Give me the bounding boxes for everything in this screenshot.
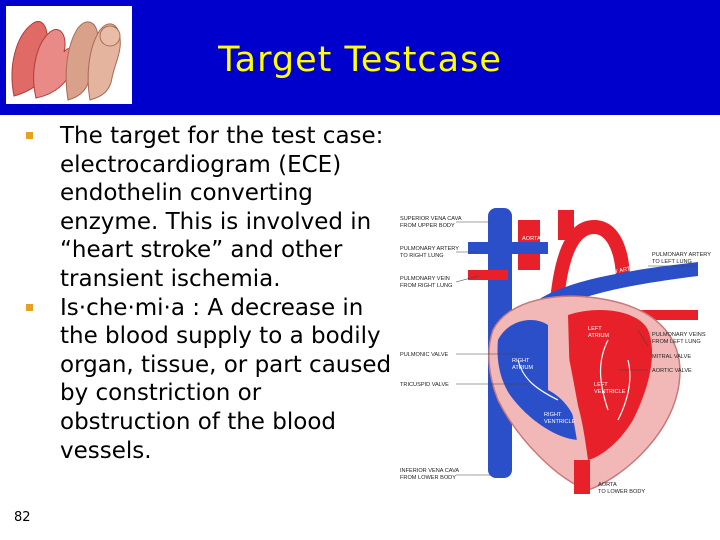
- bullet-marker-icon: [26, 303, 33, 311]
- bullet-list: The target for the test case: electrocar…: [24, 122, 396, 465]
- pv-left-label: PULMONARY VEINS: [652, 332, 706, 338]
- right-atrium-label: RIGHT: [512, 358, 530, 364]
- bullet-text: The target for the test case: electrocar…: [60, 123, 384, 292]
- aorta-lower-label: TO LOWER BODY: [598, 489, 645, 495]
- left-ventricle-label: VENTRICLE: [594, 389, 626, 395]
- tricuspid-valve-label: TRICUSPID VALVE: [400, 382, 449, 388]
- svc-label: FROM UPPER BODY: [400, 223, 455, 229]
- pa-left-label: PULMONARY ARTERY: [652, 252, 711, 258]
- bullet-text: Is·che·mi·a : A decrease in the blood su…: [60, 294, 392, 464]
- aortic-valve-label: AORTIC VALVE: [652, 368, 692, 374]
- bullet-item: Is·che·mi·a : A decrease in the blood su…: [24, 294, 396, 466]
- pa-right-label: PULMONARY ARTERY: [400, 246, 459, 252]
- left-ventricle-label: LEFT: [594, 382, 608, 388]
- right-ventricle-label: VENTRICLE: [544, 419, 576, 425]
- heart-logo-image: [6, 6, 132, 104]
- pv-right-label: FROM RIGHT LUNG: [400, 283, 452, 289]
- aorta-shape: [548, 220, 630, 350]
- right-chambers-shape: [497, 320, 580, 440]
- svc-label: SUPERIOR VENA CAVA: [400, 216, 462, 222]
- heart-diagram: AORTA PULMONARY ARTERY LEFT ATRIUM RIGHT…: [398, 190, 720, 500]
- left-atrium-label: ATRIUM: [588, 333, 609, 339]
- aorta-label: AORTA: [522, 236, 541, 242]
- bullet-item: The target for the test case: electrocar…: [24, 122, 396, 294]
- aorta-lower-label: AORTA: [598, 482, 617, 488]
- page-number: 82: [14, 510, 31, 525]
- ivc-label: FROM LOWER BODY: [400, 475, 456, 481]
- right-atrium-label: ATRIUM: [512, 365, 533, 371]
- pa-left-label: TO LEFT LUNG: [652, 259, 692, 265]
- pv-right-label: PULMONARY VEIN: [400, 276, 450, 282]
- slide-title: Target Testcase: [218, 40, 502, 80]
- title-band: Target Testcase: [0, 0, 720, 115]
- pulmonary-artery-shape: [538, 262, 698, 314]
- right-ventricle-label: RIGHT: [544, 412, 562, 418]
- left-atrium-label: LEFT: [588, 326, 602, 332]
- pulmonic-valve-label: PULMONIC VALVE: [400, 352, 449, 358]
- bullet-marker-icon: [26, 132, 33, 139]
- mitral-valve-label: MITRAL VALVE: [652, 354, 691, 360]
- left-chambers-shape: [568, 310, 653, 460]
- ivc-label: INFERIOR VENA CAVA: [400, 468, 459, 474]
- pa-right-label: TO RIGHT LUNG: [400, 253, 444, 259]
- pv-left-label: FROM LEFT LUNG: [652, 339, 701, 345]
